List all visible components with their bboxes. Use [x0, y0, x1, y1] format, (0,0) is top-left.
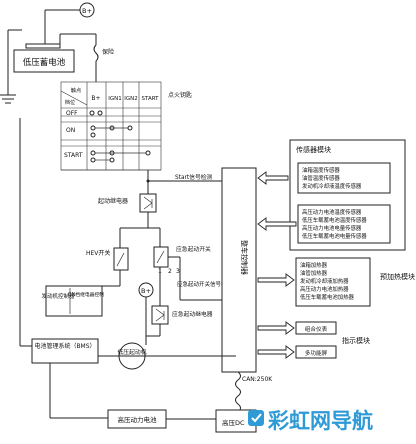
table-contact-label: 触点	[71, 86, 81, 94]
col-start-label: START	[142, 96, 160, 102]
can-label: CAN:250K	[242, 376, 273, 383]
watermark: 彩虹网导航	[248, 409, 373, 433]
emergency-switch	[153, 246, 169, 268]
hv-battery-label: 高压动力电池	[118, 415, 158, 424]
indicator-arrow-1	[257, 321, 295, 335]
row-off-label: OFF	[66, 110, 78, 117]
battery-ground	[0, 29, 22, 104]
sensor-g1-2: 发动机冷却液温度传感器	[302, 182, 362, 190]
preheater-3: 高压动力电池加热器	[300, 285, 349, 293]
col-ign1-label: IGN1	[108, 96, 122, 102]
bms-box: 电池管理系统（BMS）	[31, 338, 99, 364]
lv-battery: 低压蓄电池	[13, 43, 75, 73]
lv-battery-label: 低压蓄电池	[23, 57, 66, 68]
vehicle-controller: 整车控制器	[221, 167, 257, 373]
engine-controller: 发动机控制器 ON档继电器控制	[41, 285, 104, 317]
preheater-4: 低压车载蓄电池加热器	[300, 293, 355, 301]
sensor-g1-0: 油箱温度传感器	[302, 166, 340, 174]
emergency-relay	[151, 305, 169, 325]
sensor-g2-0: 高压动力电池温度传感器	[302, 208, 362, 216]
sensor-g2-1: 低压车载蓄电池温度传感器	[302, 216, 367, 224]
sensor-module: 传感器模块 油箱温度传感器 油管温度传感器 发动机冷却液温度传感器 高压动力电池…	[289, 139, 406, 251]
fuse-symbol	[93, 44, 99, 62]
b-plus-terminal-top	[79, 2, 95, 18]
preheater-2: 发动机冷却液加热器	[300, 277, 349, 285]
sensor-module-title: 传感器模块	[296, 145, 331, 154]
indicator-arrow-2	[257, 345, 295, 359]
terminal-3: 3	[176, 268, 180, 275]
emergency-relay-label: 应急起动继电器	[172, 310, 213, 318]
fuse-label: 保险	[102, 48, 114, 56]
watermark-text: 彩虹网导航	[267, 409, 373, 433]
preheat-module: 油箱加热器 油管加热器 发动机冷却液加热器 高压动力电池加热器 低压车载蓄电池加…	[295, 257, 415, 307]
vehicle-controller-label: 整车控制器	[240, 240, 249, 275]
preheat-arrow	[257, 273, 295, 287]
ignition-switch-label: 点火钥匙	[168, 91, 192, 99]
on-relay-control-label: ON档继电器控制	[68, 291, 104, 298]
terminal-2: 2	[168, 268, 172, 275]
hv-device-label: 高压DC	[222, 418, 245, 427]
indicator-1: 多功能屏	[305, 349, 328, 357]
emergency-signal-label: 应急起动开关信号检测	[177, 280, 233, 288]
emergency-switch-label: 应急起动开关	[176, 245, 211, 253]
start-signal-label: Start信号检测	[175, 173, 213, 181]
b-plus-top-label: B+	[82, 7, 92, 15]
indicator-module-label: 指示模块	[342, 336, 370, 345]
ignition-switch-table: 触点 档位 B+ IGN1 IGN2 START OFF ON START	[60, 81, 162, 171]
sensor-g2-3: 低压车载蓄电池电量传感器	[302, 232, 367, 240]
row-on-label: ON	[66, 127, 75, 134]
preheat-module-label: 预加热模块	[380, 272, 415, 281]
table-position-label: 档位	[65, 98, 75, 106]
indicator-0: 组合仪表	[305, 325, 328, 333]
row-start-label: START	[64, 152, 83, 159]
sensor-g2-2: 高压动力电池电量传感器	[302, 224, 362, 232]
col-b-label: B+	[91, 95, 100, 102]
b-plus-lower-label: B+	[141, 287, 151, 295]
sensor-arrow-1	[257, 171, 289, 185]
hev-switch-label: HEV开关	[86, 249, 110, 257]
preheater-0: 油箱加热器	[300, 261, 328, 269]
engine-controller-label: 发动机控制器	[41, 292, 75, 300]
start-relay-label: 起动继电器	[98, 197, 128, 205]
sensor-g1-1: 油管温度传感器	[302, 174, 340, 182]
preheater-1: 油管加热器	[300, 269, 328, 277]
indicator-module: 组合仪表 多功能屏 指示模块	[295, 321, 370, 359]
start-relay	[139, 193, 157, 213]
sensor-arrow-2	[257, 217, 297, 231]
col-ign2-label: IGN2	[124, 96, 138, 102]
lv-starter-label: 低压起动机	[118, 348, 147, 356]
bms-label: 电池管理系统（BMS）	[34, 342, 95, 350]
